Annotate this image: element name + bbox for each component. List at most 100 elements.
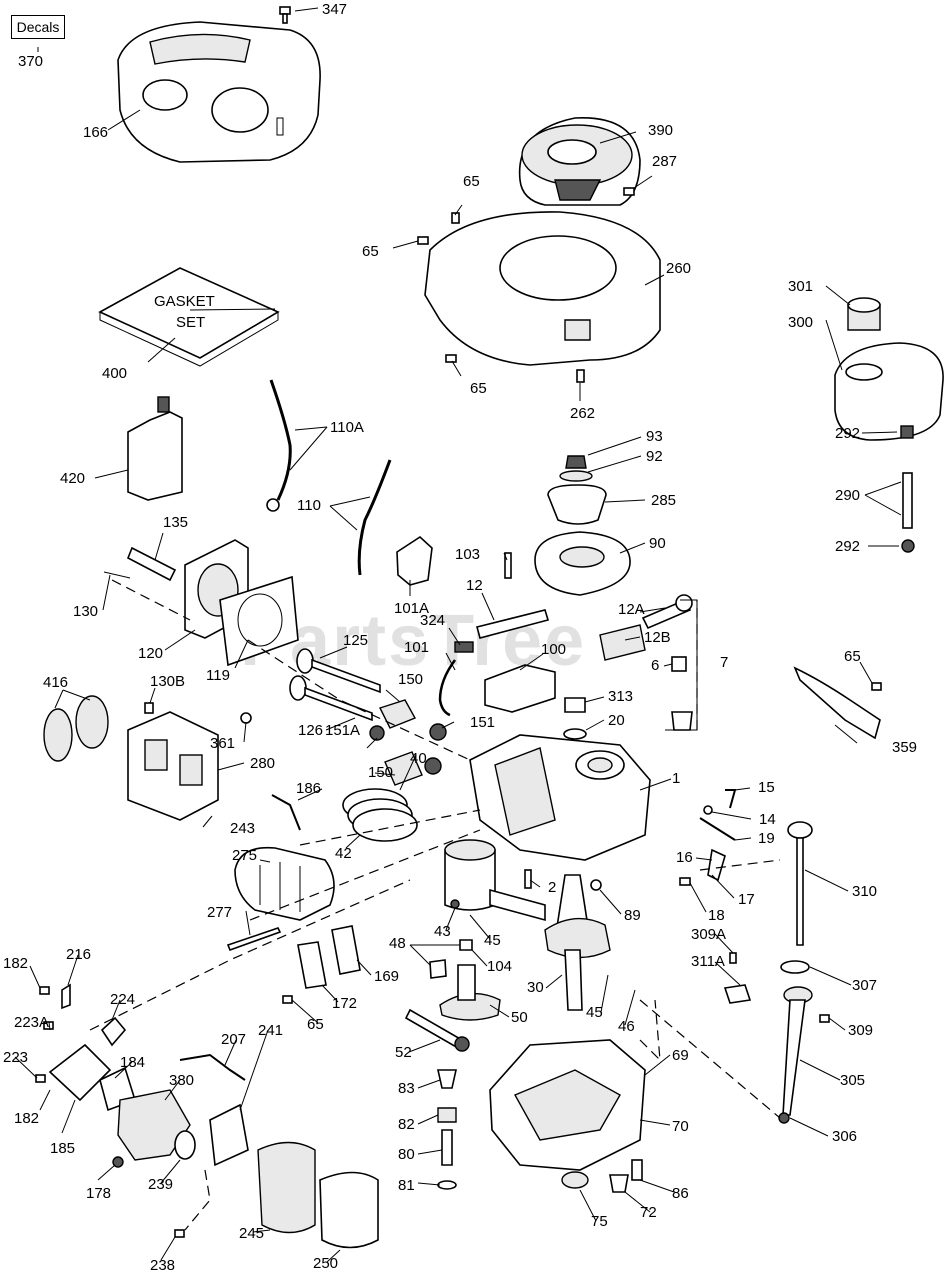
part-label-50[interactable]: 50 [511, 1009, 528, 1026]
part-label-1[interactable]: 1 [672, 770, 680, 787]
part-label-305[interactable]: 305 [840, 1072, 865, 1089]
part-label-184[interactable]: 184 [120, 1054, 145, 1071]
part-label-110[interactable]: 110 [297, 497, 321, 514]
part-label-130[interactable]: 130 [73, 603, 98, 620]
part-label-42[interactable]: 42 [335, 845, 352, 862]
part-label-151[interactable]: 151 [470, 714, 495, 731]
part-label-17[interactable]: 17 [738, 891, 755, 908]
part-label-45b[interactable]: 45 [586, 1004, 603, 1021]
part-label-43[interactable]: 43 [434, 923, 451, 940]
part-label-280[interactable]: 280 [250, 755, 275, 772]
part-label-16[interactable]: 16 [676, 849, 693, 866]
part-label-86[interactable]: 86 [672, 1185, 689, 1202]
part-label-186[interactable]: 186 [296, 780, 321, 797]
part-label-40[interactable]: 40 [410, 750, 427, 767]
part-label-311A[interactable]: 311A [691, 953, 725, 970]
part-label-260[interactable]: 260 [666, 260, 691, 277]
part-label-104[interactable]: 104 [487, 958, 512, 975]
part-label-150b[interactable]: 150 [368, 764, 393, 781]
part-label-307[interactable]: 307 [852, 977, 877, 994]
part-label-178[interactable]: 178 [86, 1185, 111, 1202]
part-label-92[interactable]: 92 [646, 448, 663, 465]
part-label-313[interactable]: 313 [608, 688, 633, 705]
part-label-130B[interactable]: 130B [150, 673, 185, 690]
part-label-370[interactable]: 370 [18, 53, 43, 70]
part-label-101A[interactable]: 101A [394, 600, 429, 617]
part-label-103[interactable]: 103 [455, 546, 480, 563]
part-label-93[interactable]: 93 [646, 428, 663, 445]
part-label-45a[interactable]: 45 [484, 932, 501, 949]
part-label-185[interactable]: 185 [50, 1140, 75, 1157]
part-label-223[interactable]: 223 [3, 1049, 28, 1066]
part-label-125[interactable]: 125 [343, 632, 368, 649]
part-label-48[interactable]: 48 [389, 935, 406, 952]
part-label-420[interactable]: 420 [60, 470, 85, 487]
part-label-290[interactable]: 290 [835, 487, 860, 504]
part-label-241[interactable]: 241 [258, 1022, 283, 1039]
part-label-65a[interactable]: 65 [463, 173, 480, 190]
part-label-301[interactable]: 301 [788, 278, 813, 295]
part-label-245[interactable]: 245 [239, 1225, 264, 1242]
part-label-166[interactable]: 166 [83, 124, 108, 141]
part-label-110A[interactable]: 110A [330, 419, 364, 436]
part-label-82[interactable]: 82 [398, 1116, 415, 1133]
part-label-223A[interactable]: 223A [14, 1014, 49, 1031]
part-label-80[interactable]: 80 [398, 1146, 415, 1163]
part-label-309A[interactable]: 309A [691, 926, 726, 943]
part-label-207[interactable]: 207 [221, 1031, 246, 1048]
part-label-277[interactable]: 277 [207, 904, 232, 921]
part-label-292b[interactable]: 292 [835, 538, 860, 555]
part-label-287[interactable]: 287 [652, 153, 677, 170]
part-label-300[interactable]: 300 [788, 314, 813, 331]
part-label-52[interactable]: 52 [395, 1044, 412, 1061]
part-label-400[interactable]: 400 [102, 365, 127, 382]
part-label-65c[interactable]: 65 [470, 380, 487, 397]
part-label-182a[interactable]: 182 [3, 955, 28, 972]
part-label-380[interactable]: 380 [169, 1072, 194, 1089]
part-label-216[interactable]: 216 [66, 946, 91, 963]
part-label-238[interactable]: 238 [150, 1257, 175, 1274]
part-label-90[interactable]: 90 [649, 535, 666, 552]
part-label-89[interactable]: 89 [624, 907, 641, 924]
part-label-119[interactable]: 119 [206, 667, 230, 684]
part-label-324[interactable]: 324 [420, 612, 445, 629]
part-label-169[interactable]: 169 [374, 968, 399, 985]
part-label-182b[interactable]: 182 [14, 1110, 39, 1127]
part-label-309[interactable]: 309 [848, 1022, 873, 1039]
part-label-150a[interactable]: 150 [398, 671, 423, 688]
part-label-65e[interactable]: 65 [307, 1016, 324, 1033]
part-label-224[interactable]: 224 [110, 991, 135, 1008]
part-label-12A[interactable]: 12A [618, 601, 645, 618]
part-label-250[interactable]: 250 [313, 1255, 338, 1272]
part-label-100[interactable]: 100 [541, 641, 566, 658]
part-label-18[interactable]: 18 [708, 907, 725, 924]
part-label-120[interactable]: 120 [138, 645, 163, 662]
part-label-126[interactable]: 126 [298, 722, 323, 739]
part-label-416[interactable]: 416 [43, 674, 68, 691]
part-label-275[interactable]: 275 [232, 847, 257, 864]
part-label-6[interactable]: 6 [651, 657, 659, 674]
part-label-20[interactable]: 20 [608, 712, 625, 729]
part-label-292a[interactable]: 292 [835, 425, 860, 442]
part-label-101[interactable]: 101 [404, 639, 429, 656]
part-label-15[interactable]: 15 [758, 779, 775, 796]
part-label-243[interactable]: 243 [230, 820, 255, 837]
part-label-75[interactable]: 75 [591, 1213, 608, 1230]
part-label-70[interactable]: 70 [672, 1118, 689, 1135]
part-label-81[interactable]: 81 [398, 1177, 415, 1194]
part-label-361[interactable]: 361 [210, 735, 235, 752]
part-label-65b[interactable]: 65 [362, 243, 379, 260]
part-label-172[interactable]: 172 [332, 995, 357, 1012]
part-label-151A[interactable]: 151A [325, 722, 360, 739]
part-label-83[interactable]: 83 [398, 1080, 415, 1097]
part-label-262[interactable]: 262 [570, 405, 595, 422]
part-label-72[interactable]: 72 [640, 1204, 657, 1221]
part-label-69[interactable]: 69 [672, 1047, 689, 1064]
part-label-239[interactable]: 239 [148, 1176, 173, 1193]
part-label-12[interactable]: 12 [466, 577, 483, 594]
part-label-310[interactable]: 310 [852, 883, 877, 900]
part-label-285[interactable]: 285 [651, 492, 676, 509]
part-label-2[interactable]: 2 [548, 879, 556, 896]
part-label-12B[interactable]: 12B [644, 629, 671, 646]
part-label-30[interactable]: 30 [527, 979, 544, 996]
